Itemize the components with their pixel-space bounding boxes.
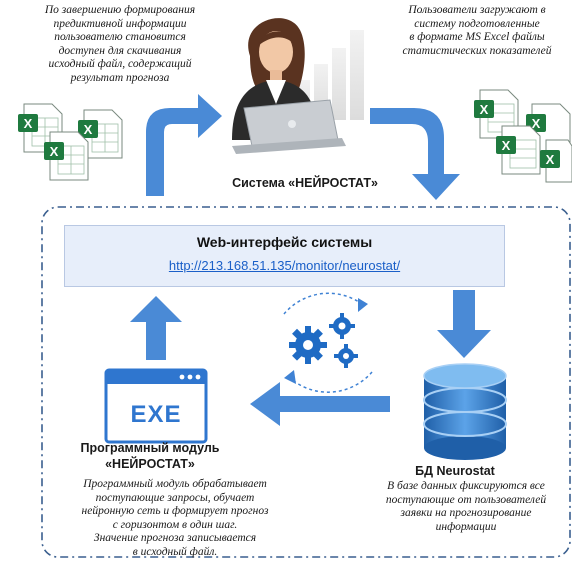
note-module-description: Программный модуль обрабатывает поступаю… — [81, 478, 269, 558]
database-cylinder-icon — [423, 363, 507, 460]
arrow-module-to-web — [130, 296, 182, 360]
svg-text:X: X — [480, 102, 489, 117]
excel-files-right-icon: X X X X — [474, 89, 572, 183]
note-download-result: По завершению формирования предиктивной … — [44, 4, 196, 84]
system-caption: Система «НЕЙРОСТАТ» — [232, 176, 378, 190]
excel-files-left-icon: X X X — [18, 103, 123, 181]
arrow-upload-to-system — [370, 108, 460, 200]
svg-text:X: X — [50, 144, 59, 159]
svg-text:X: X — [24, 116, 33, 131]
web-interface-panel — [64, 225, 505, 287]
system-boundary — [41, 206, 571, 558]
note-database-description: В базе данных фиксируются все поступающи… — [385, 480, 547, 533]
exe-icon-label: EXE — [130, 401, 182, 428]
web-interface-url-link[interactable]: http://213.168.51.135/monitor/neurostat/ — [168, 258, 401, 273]
database-caption: БД Neurostat — [415, 464, 495, 478]
arrow-download-to-user — [146, 94, 222, 196]
svg-text:X: X — [502, 138, 511, 153]
svg-text:X: X — [84, 122, 93, 137]
svg-text:X: X — [546, 152, 555, 167]
module-caption: Программный модуль «НЕЙРОСТАТ» — [80, 441, 220, 471]
processing-gears-icon — [283, 292, 373, 393]
web-interface-title: Web-интерфейс системы — [196, 234, 373, 250]
exe-window-icon — [104, 368, 208, 444]
arrow-web-to-db — [437, 290, 491, 358]
note-upload-excel: Пользователи загружают в систему подгото… — [402, 4, 552, 57]
svg-text:X: X — [532, 116, 541, 131]
user-with-laptop-illustration — [232, 18, 346, 154]
arrow-db-to-module — [250, 382, 390, 426]
